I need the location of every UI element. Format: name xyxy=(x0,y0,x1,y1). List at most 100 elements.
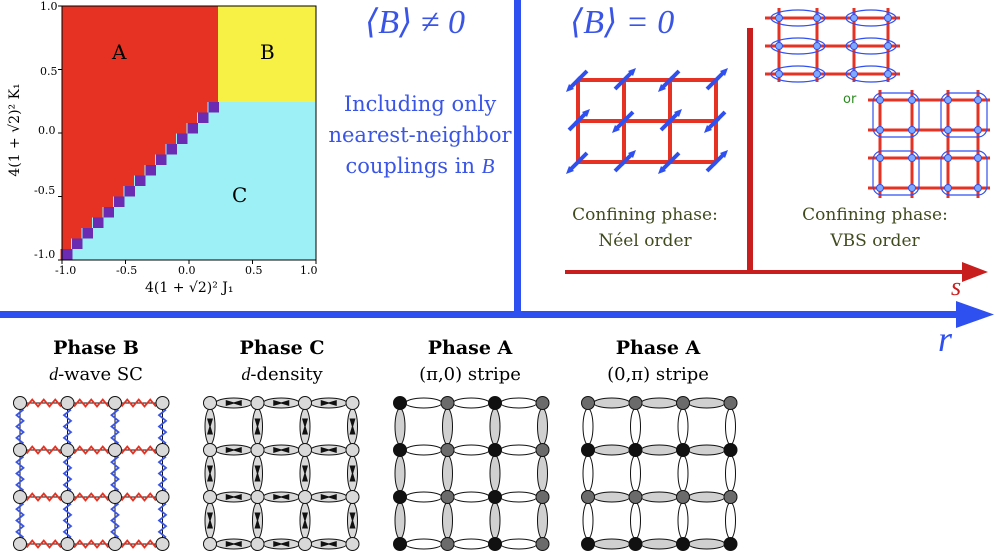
spin-arrow xyxy=(714,110,727,123)
dimer xyxy=(845,65,897,83)
vbs-site xyxy=(813,70,821,78)
bond xyxy=(593,538,631,550)
bond-arrow xyxy=(279,494,290,500)
lattice-site xyxy=(393,396,407,410)
bond xyxy=(452,444,490,456)
spin-arrow xyxy=(622,110,635,123)
bond xyxy=(677,408,689,445)
lattice-site xyxy=(298,490,312,504)
lattice-site xyxy=(13,537,27,551)
bond-arrow xyxy=(320,541,331,547)
bond xyxy=(593,444,631,456)
bond-arrow xyxy=(349,512,356,523)
phase-subtitle: (π,0) stripe xyxy=(419,364,521,385)
boundary-cell xyxy=(156,154,167,165)
spin-arrowhead xyxy=(628,68,636,76)
region-c-label: C xyxy=(232,183,248,207)
bond xyxy=(725,408,736,445)
dimer xyxy=(770,65,826,83)
lattice-site xyxy=(250,396,265,410)
pairing-zigzag xyxy=(15,408,25,445)
lattice-site xyxy=(345,396,360,410)
lattice-site xyxy=(345,490,360,504)
bond xyxy=(725,455,736,492)
bond-arrow xyxy=(254,424,261,435)
pairing-zigzag xyxy=(73,398,110,408)
bond-arrow xyxy=(302,465,308,476)
vbs-site xyxy=(850,42,858,50)
bond xyxy=(688,397,726,409)
bond xyxy=(394,408,406,445)
bond xyxy=(500,444,538,456)
pairing-zigzag xyxy=(120,398,157,408)
bond-arrow xyxy=(349,418,356,429)
bond xyxy=(442,502,453,539)
dimer xyxy=(845,37,897,55)
ytick-label: -1.0 xyxy=(34,248,56,261)
bond-arrow xyxy=(302,471,308,482)
lattice-site xyxy=(13,443,27,457)
spin-arrowhead xyxy=(704,125,712,133)
bond-arrow xyxy=(207,512,213,523)
lattice-site xyxy=(535,443,550,457)
lattice-site xyxy=(488,443,502,457)
bond xyxy=(640,444,678,456)
dimer xyxy=(845,9,897,27)
spin-arrowhead xyxy=(674,109,682,117)
bond xyxy=(500,538,538,550)
boundary-cell xyxy=(124,186,135,197)
lattice-site xyxy=(676,443,690,457)
bond-arrow xyxy=(207,424,213,435)
bond-arrow xyxy=(231,541,242,547)
vbs-site xyxy=(876,154,884,162)
bond-arrow xyxy=(254,418,261,429)
bond xyxy=(489,502,501,539)
bond xyxy=(677,455,689,492)
spin-arrowhead xyxy=(582,109,590,117)
plaquette xyxy=(940,150,988,196)
vbs-caption-2: VBS order xyxy=(830,231,920,251)
lattice-site xyxy=(250,490,265,504)
bond-arrow xyxy=(320,447,331,453)
spin-arrow xyxy=(576,69,589,82)
boundary-cell xyxy=(187,123,198,134)
boundary-cell xyxy=(103,207,114,218)
xtick-label: 1.0 xyxy=(300,264,318,277)
vbs-site xyxy=(876,96,884,104)
vbs-site xyxy=(813,42,821,50)
boundary-cell xyxy=(72,238,83,249)
r-axis-label: r xyxy=(938,319,953,359)
xtick-label: -0.5 xyxy=(116,264,138,277)
bond xyxy=(640,538,678,550)
lattice-site xyxy=(628,490,643,504)
vbs-site xyxy=(908,184,916,192)
lattice-site xyxy=(440,537,455,551)
lattice-site xyxy=(723,443,738,457)
vbs-site xyxy=(775,14,783,22)
lattice-site xyxy=(440,443,455,457)
lattice-site xyxy=(345,537,360,551)
plaquette xyxy=(940,92,988,138)
bond xyxy=(442,455,453,492)
bond-arrow xyxy=(302,424,308,435)
vbs-site xyxy=(908,154,916,162)
spin-arrow xyxy=(668,151,681,164)
lattice-site xyxy=(723,396,738,410)
vbs-site xyxy=(775,70,783,78)
pairing-zigzag xyxy=(73,539,110,549)
lattice-site xyxy=(676,537,690,551)
spin-arrow xyxy=(613,160,626,173)
s-axis-label: s xyxy=(951,272,962,301)
or-label: or xyxy=(843,92,857,107)
ytick-label: 1.0 xyxy=(40,0,58,13)
pairing-zigzag xyxy=(120,492,157,502)
note-line-1: Including only xyxy=(343,92,497,116)
pairing-zigzag xyxy=(15,502,25,539)
note-line-2: nearest-neighbor xyxy=(328,123,512,147)
spin-arrow xyxy=(567,119,580,132)
spin-arrow xyxy=(668,69,681,82)
bond xyxy=(394,502,406,539)
region-a-label: A xyxy=(112,40,127,64)
bond-arrow xyxy=(231,494,242,500)
